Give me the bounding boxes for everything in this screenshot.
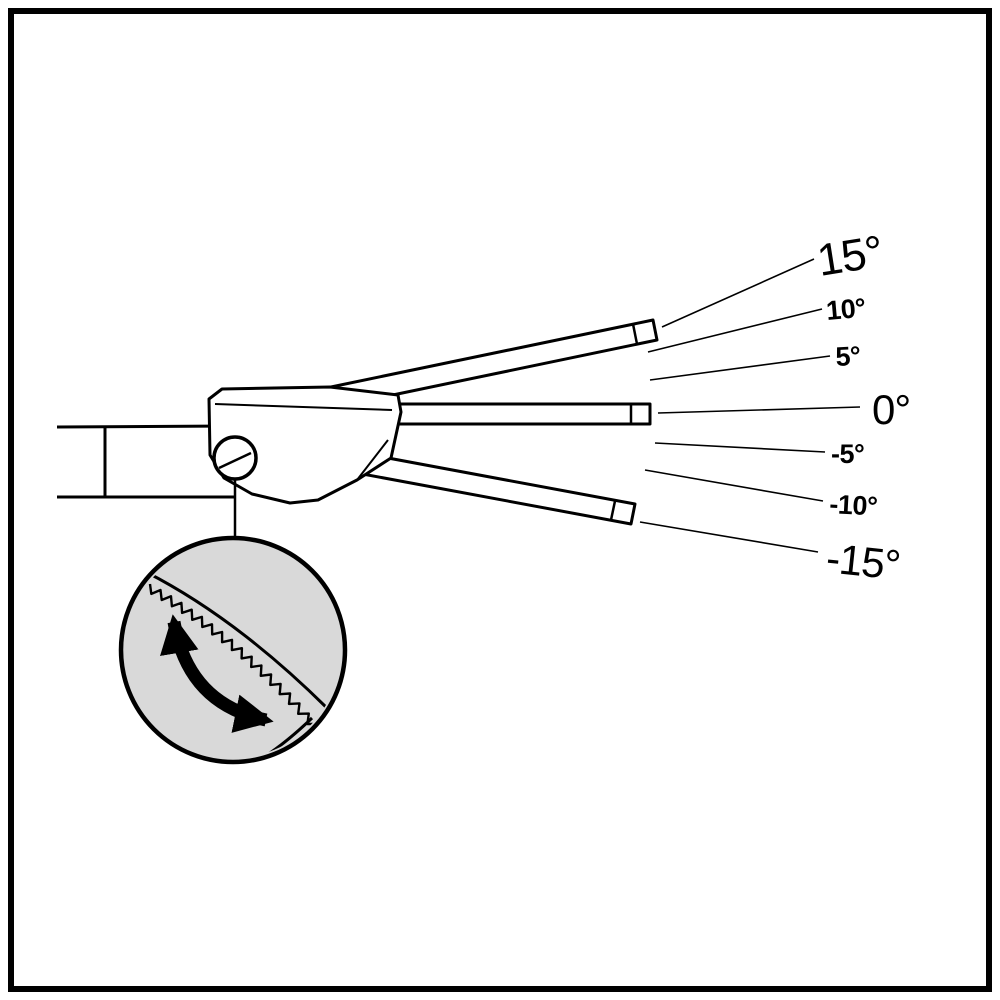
- angle-line-neg10: [644, 469, 824, 502]
- pole: [56, 424, 234, 499]
- angle-fan-lines: [639, 258, 861, 553]
- joint-lower-edge-curve: [255, 716, 314, 758]
- angle-line-15: [661, 258, 815, 328]
- angle-line-0: [657, 406, 861, 414]
- angle-label-10: 10°: [825, 293, 867, 326]
- angle-line-10: [647, 308, 823, 353]
- angle-labels: 15° 10° 5° 0° -5° -10° -15°: [814, 225, 912, 588]
- angle-line-neg5: [654, 442, 826, 453]
- angle-label-5: 5°: [835, 341, 861, 372]
- angle-label-neg10: -10°: [829, 489, 878, 521]
- angle-label-0: 0°: [872, 386, 910, 433]
- angle-line-5: [649, 355, 831, 381]
- angle-label-neg5: -5°: [831, 439, 864, 469]
- angle-line-neg15: [639, 521, 819, 553]
- arm-level-0: [393, 402, 652, 426]
- mounting-bracket: [207, 385, 403, 505]
- arm-down-end-cap: [609, 500, 617, 521]
- rotation-arrow: [160, 614, 274, 733]
- pivot-circle: [212, 435, 258, 481]
- arm-up-end-cap: [631, 323, 639, 345]
- pole-top-edge: [56, 424, 231, 429]
- bracket-inner-edge: [214, 403, 393, 411]
- border-frame: [8, 8, 992, 992]
- angle-label-neg15: -15°: [824, 534, 902, 588]
- bracket-detail-line: [356, 439, 389, 481]
- pivot-joint-line: [218, 451, 252, 470]
- angle-label-15: 15°: [814, 225, 886, 286]
- pivot-joint: [212, 435, 258, 481]
